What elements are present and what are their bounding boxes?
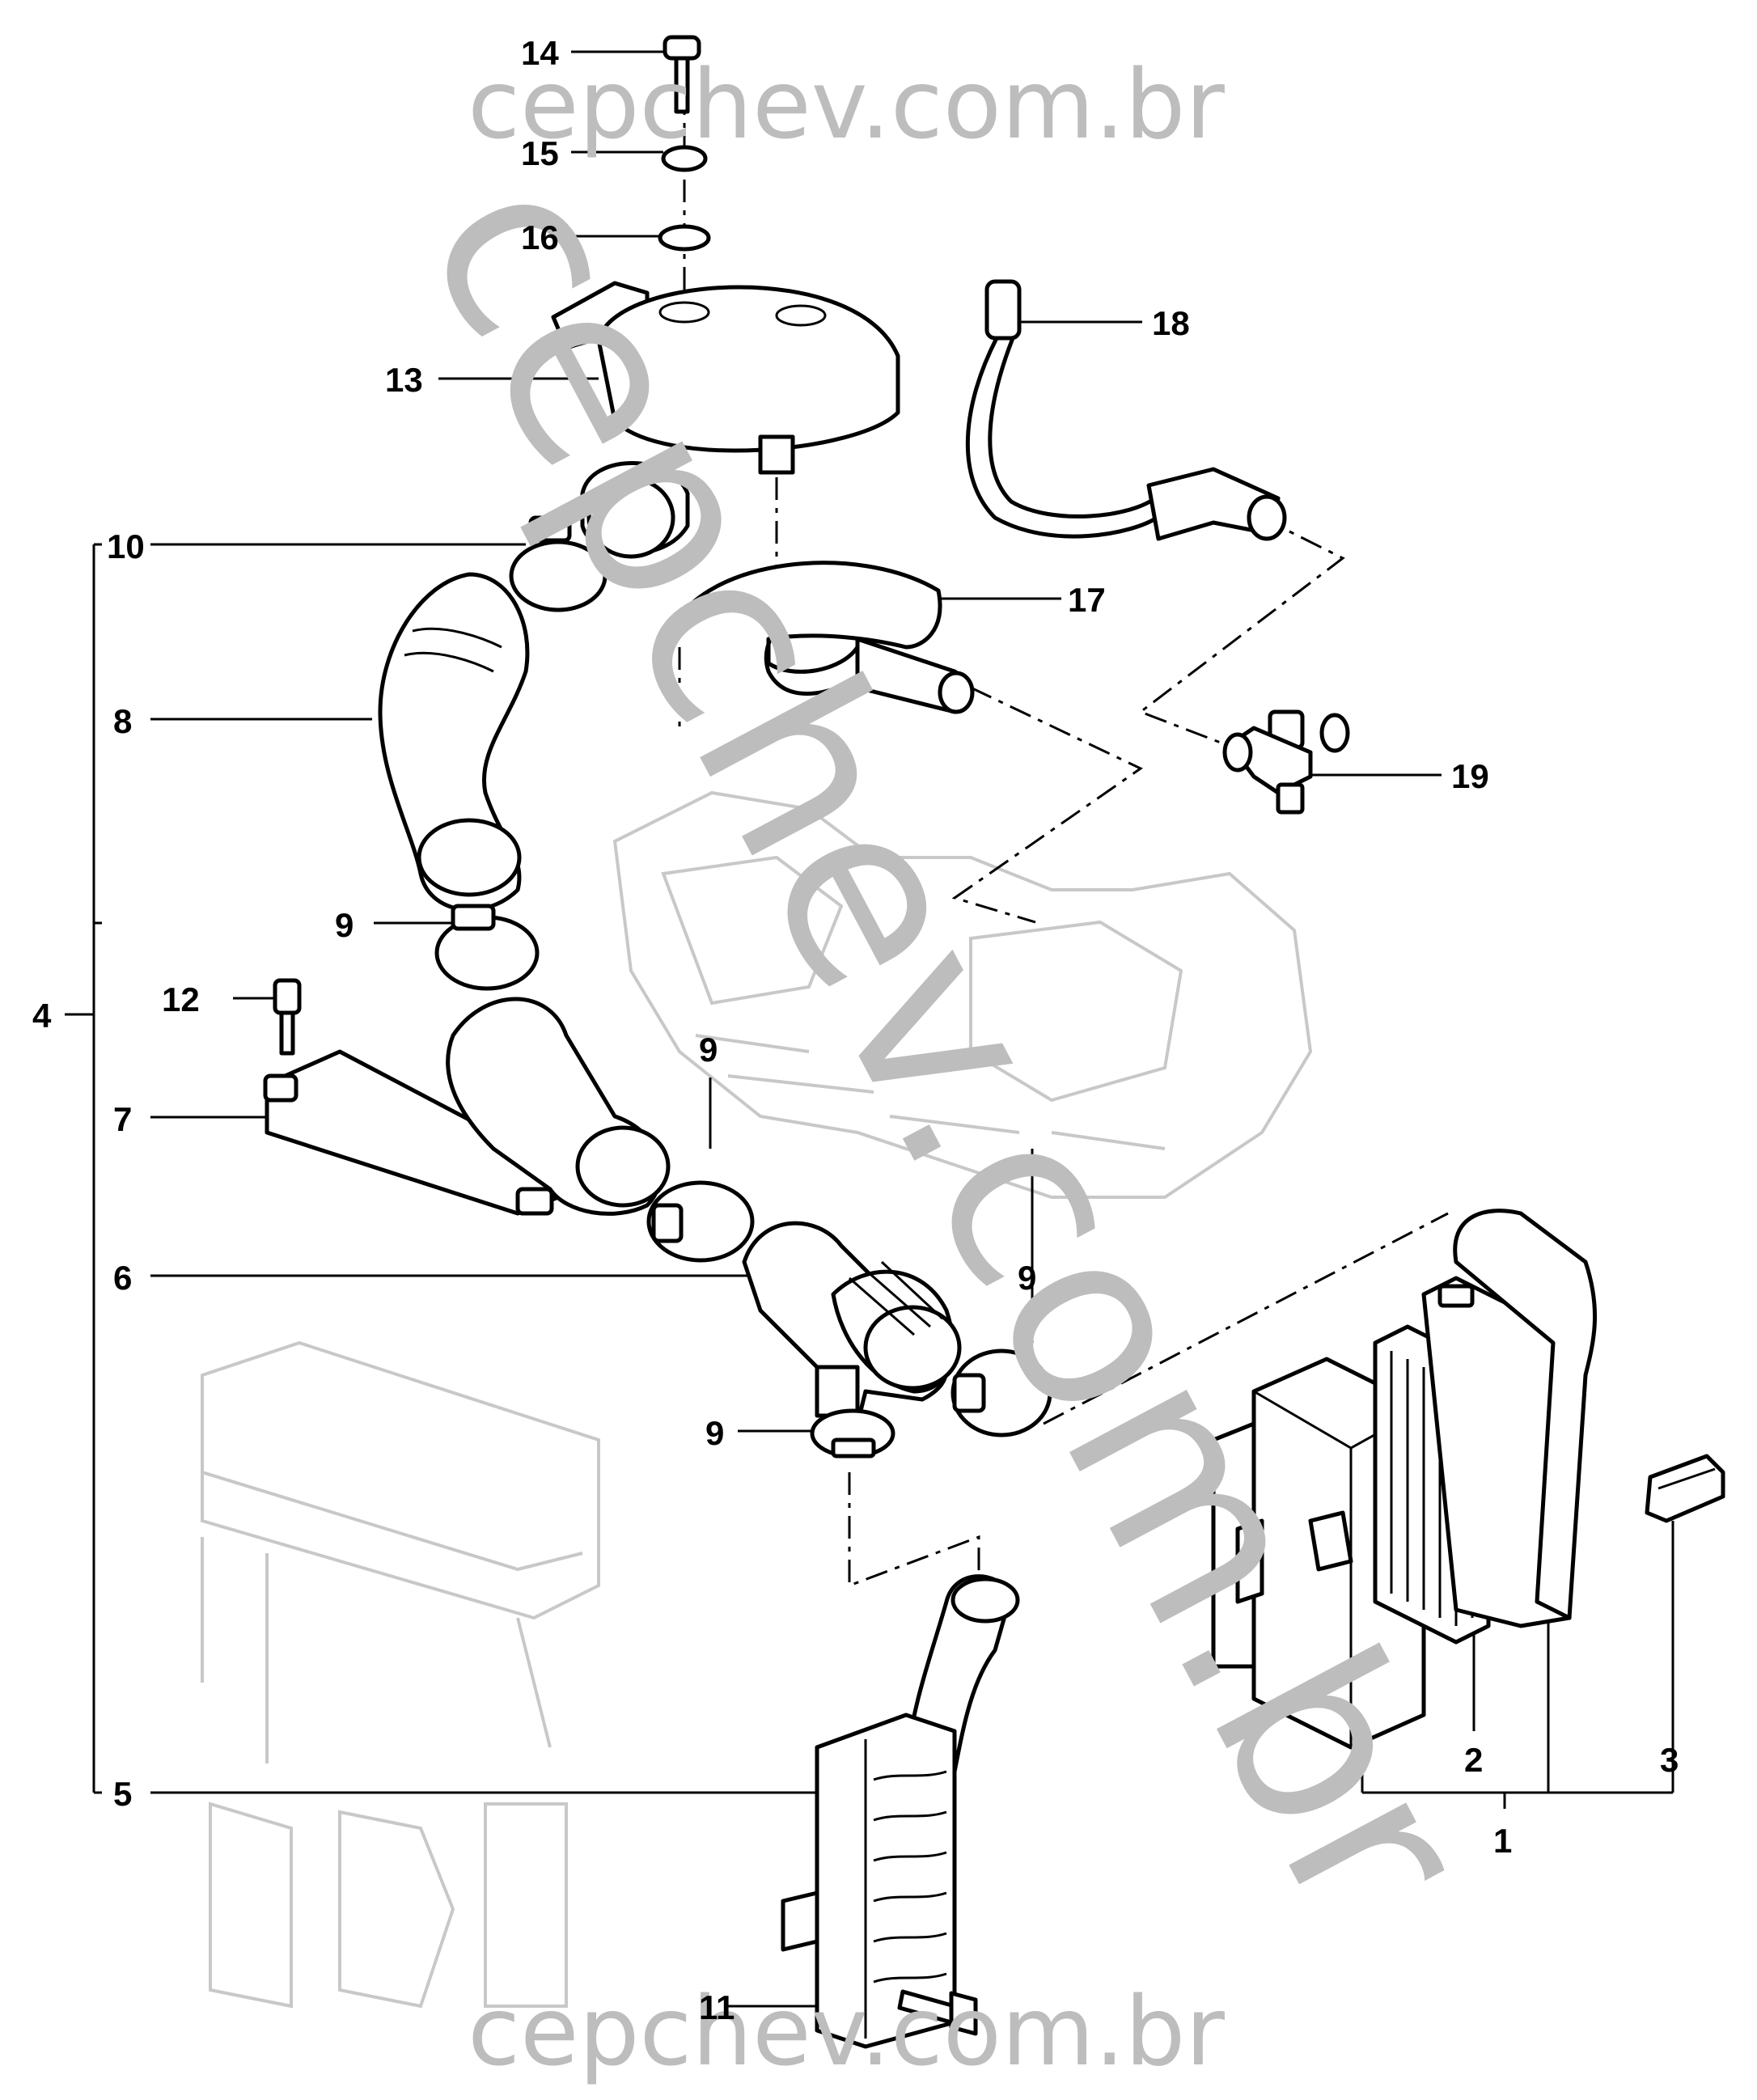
callout-9-right: 9: [1018, 1259, 1036, 1297]
callout-9-upper: 9: [335, 906, 354, 944]
clip-3: [1645, 1454, 1725, 1523]
air-cleaner-housing-13: [551, 281, 900, 559]
callout-2: 2: [1464, 1741, 1483, 1779]
callout-9-bottom: 9: [705, 1414, 724, 1452]
callout-14: 14: [521, 34, 559, 72]
callout-9-middle: 9: [699, 1031, 718, 1069]
bolt-11: [897, 1989, 978, 2036]
hose-clamp-9-upper: [434, 904, 540, 991]
hose-clamp-9-middle: [646, 1180, 755, 1263]
resonator-pipe-6: [742, 1221, 962, 1426]
hose-clamp-10: [509, 515, 608, 612]
callout-4: 4: [32, 997, 52, 1035]
callout-15: 15: [521, 134, 559, 172]
callout-8: 8: [113, 702, 132, 740]
callout-1: 1: [1493, 1822, 1512, 1860]
vacuum-hose-18: [965, 279, 1287, 541]
callout-13: 13: [385, 361, 423, 399]
callout-5: 5: [113, 1775, 132, 1813]
resonator-5: [781, 1574, 1020, 2049]
callout-10: 10: [107, 527, 145, 565]
callout-17: 17: [1068, 581, 1106, 619]
washer-15: [661, 145, 708, 172]
air-filter-box-1: [1211, 1357, 1426, 1750]
watermark-bottom: cepchev.com.br: [468, 1975, 1225, 2087]
background-engine-ghost: [612, 790, 1313, 1199]
intake-hose-8: [378, 572, 530, 912]
bolt-12: [273, 978, 302, 1056]
breather-hose-17: [669, 561, 975, 714]
callout-3: 3: [1660, 1741, 1679, 1779]
elbow-hose-lower: [446, 997, 671, 1216]
callout-labels: 1 2 3 4 5 6 7 8 9 9 9 9 10 11 12 13 14 1…: [32, 34, 1679, 2026]
filter-cover: [1421, 1209, 1597, 1628]
hose-clamp-9-right: [950, 1348, 1052, 1437]
callout-18: 18: [1152, 304, 1190, 342]
watermark-top: cepchev.com.br: [468, 49, 1225, 160]
callout-11: 11: [699, 1988, 735, 2026]
group-bracket-4: [65, 543, 102, 1794]
callout-16: 16: [521, 218, 559, 256]
callout-6: 6: [113, 1259, 132, 1297]
hose-clamp-9-bottom: [810, 1408, 895, 1459]
callout-19: 19: [1451, 757, 1489, 795]
background-chassis-ghost: [201, 1340, 600, 2009]
callout-7: 7: [113, 1100, 132, 1138]
vacuum-valve-19: [1222, 709, 1350, 815]
callout-12: 12: [162, 980, 200, 1018]
grommet-16: [658, 224, 711, 252]
bolt-14: [663, 35, 701, 114]
